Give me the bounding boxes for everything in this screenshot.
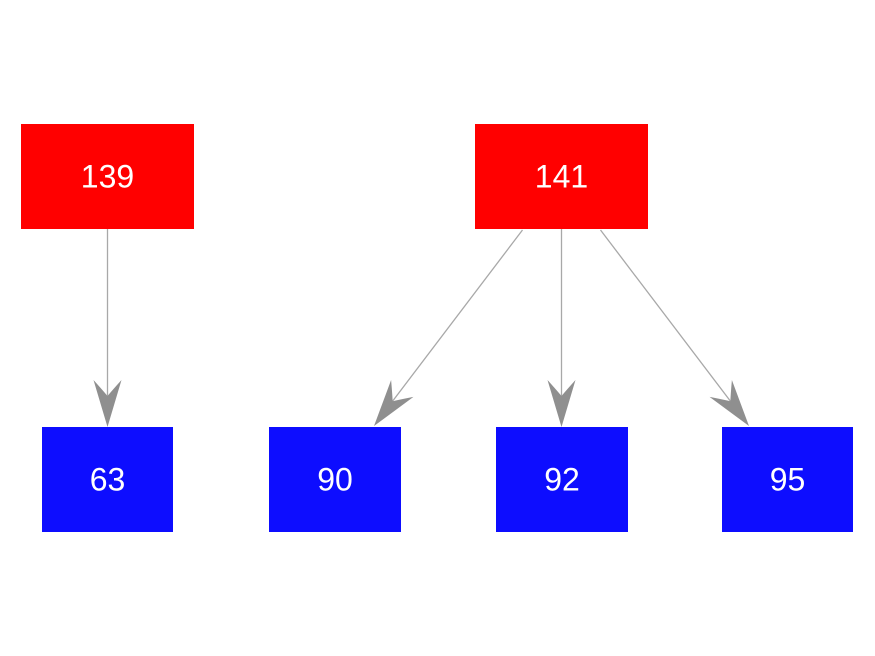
edge-line-141-95 [599,229,748,424]
node-139-label: 139 [81,159,134,195]
node-139: 139 [21,124,194,229]
edge-line-141-90 [375,229,524,424]
node-141: 141 [475,124,648,229]
edge-141-90 [374,229,524,426]
arrowhead-icon [374,380,414,426]
edge-139-63 [93,229,122,427]
arrowhead-icon [709,380,749,426]
arrowhead-icon [93,380,122,427]
node-92: 92 [496,427,628,532]
edge-141-92 [547,229,576,427]
node-63-box [42,427,173,532]
node-141-label: 141 [535,159,588,195]
node-141-box [475,124,648,229]
node-139-box [21,124,194,229]
node-95-box [722,427,853,532]
node-95-label: 95 [770,462,806,498]
node-92-box [496,427,628,532]
node-63-label: 63 [90,462,126,498]
node-92-label: 92 [544,462,580,498]
node-90-box [269,427,401,532]
node-95: 95 [722,427,853,532]
node-90: 90 [269,427,401,532]
node-90-label: 90 [317,462,353,498]
node-63: 63 [42,427,173,532]
arrowhead-icon [547,380,576,427]
edge-141-95 [599,229,749,426]
